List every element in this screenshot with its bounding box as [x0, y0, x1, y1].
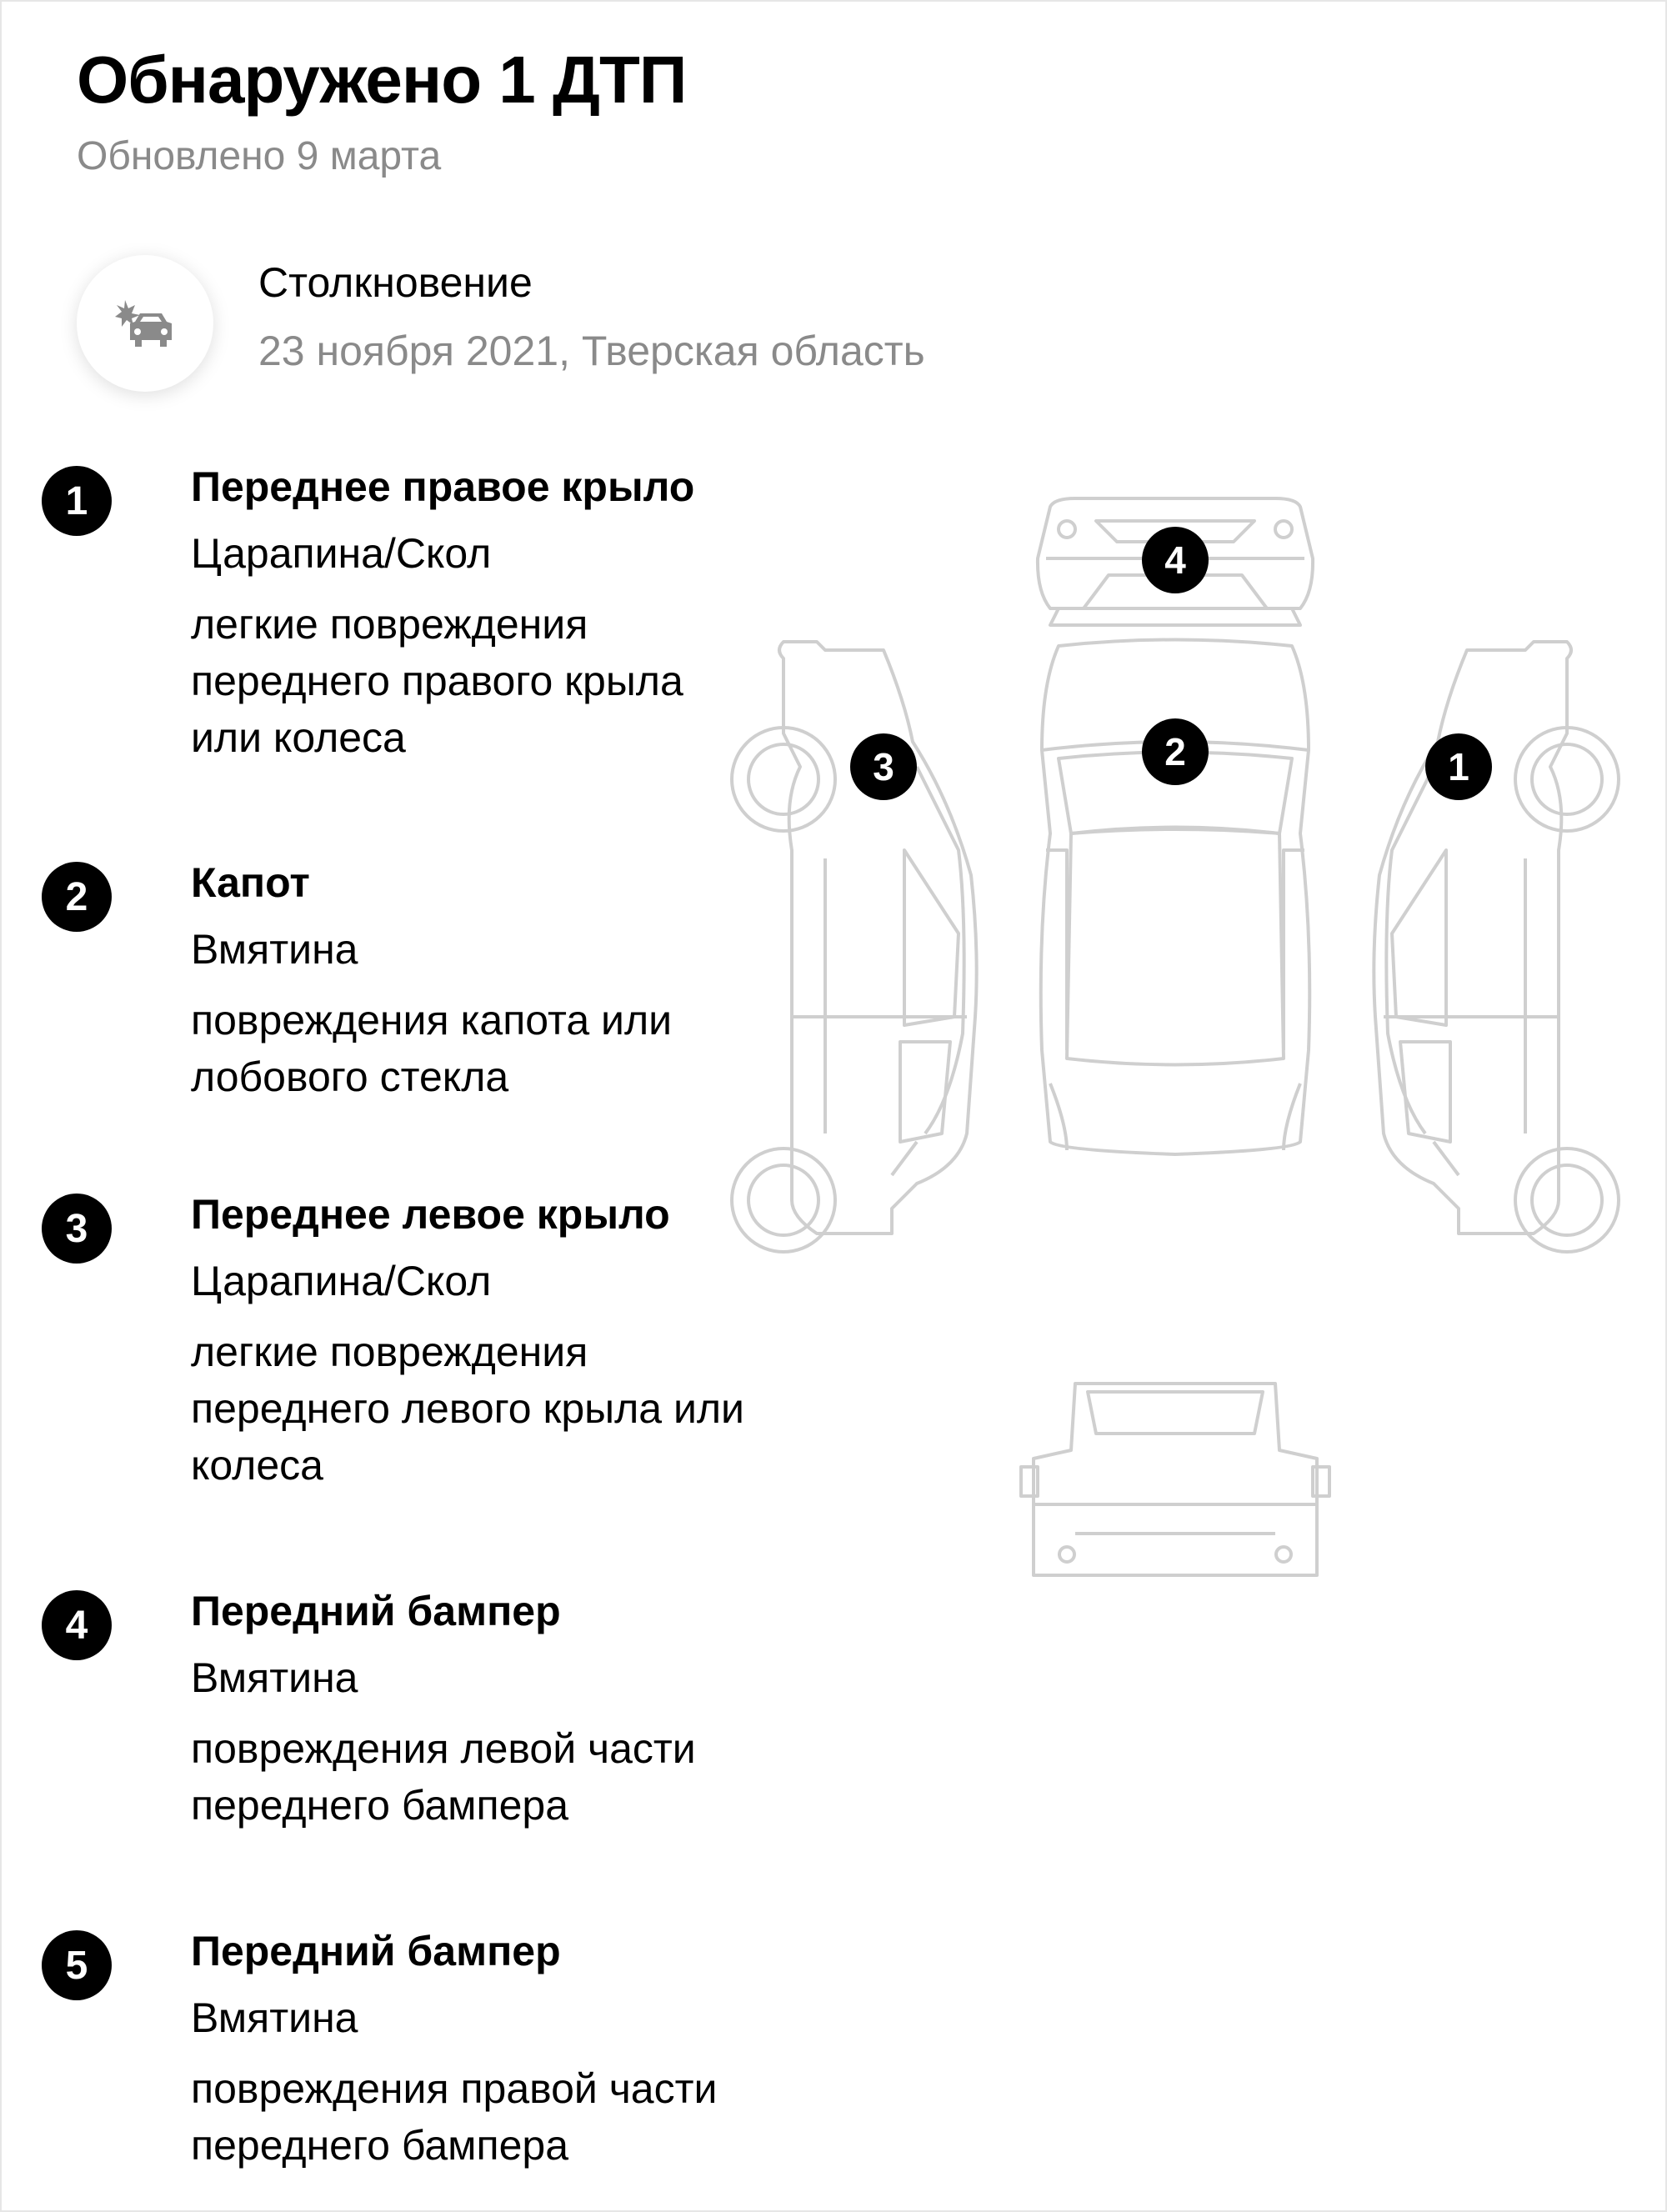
damage-description: легкие повреждения переднего левого крыл… [191, 1329, 744, 1489]
damage-number-badge: 1 [42, 466, 112, 536]
damage-part: Переднее левое крыло [191, 1191, 670, 1238]
damage-number-badge: 2 [42, 862, 112, 932]
incident-icon-circle [77, 255, 213, 392]
damage-type: Царапина/Скол [191, 530, 492, 577]
damage-part: Капот [191, 859, 310, 906]
damage-number-badge: 4 [42, 1590, 112, 1660]
car-front-view [1035, 497, 1315, 627]
damage-type: Вмятина [191, 1994, 358, 2041]
damage-part: Передний бампер [191, 1928, 561, 1974]
car-damage-diagram: 4 2 3 1 [717, 483, 1634, 1584]
diagram-marker: 4 [1142, 527, 1209, 593]
diagram-marker: 1 [1425, 733, 1492, 800]
updated-date: Обновлено 9 марта [77, 134, 442, 178]
car-crash-icon [115, 300, 172, 347]
page-title: Обнаружено 1 ДТП [77, 43, 687, 117]
damage-description: повреждения левой части переднего бампер… [191, 1725, 696, 1829]
damage-description: легкие повреждения переднего правого кры… [191, 601, 683, 761]
car-right-side-view [1372, 640, 1620, 1254]
damage-type: Вмятина [191, 926, 358, 973]
damage-type: Вмятина [191, 1654, 358, 1701]
damage-type: Царапина/Скол [191, 1258, 492, 1304]
car-left-side-view [730, 640, 979, 1254]
damage-part: Передний бампер [191, 1588, 561, 1634]
damage-item: 1 Переднее правое крыло Царапина/Скол ле… [0, 463, 750, 779]
damage-number-badge: 3 [42, 1194, 112, 1264]
car-outline-illustration [730, 497, 1620, 1577]
diagram-marker: 2 [1142, 718, 1209, 785]
damage-item: 4 Передний бампер Вмятина повреждения ле… [0, 1587, 750, 1837]
damage-part: Переднее правое крыло [191, 463, 695, 510]
car-rear-view [1019, 1382, 1331, 1577]
damage-item: 3 Переднее левое крыло Царапина/Скол лег… [0, 1190, 750, 1507]
incident-details: 23 ноября 2021, Тверская область [258, 328, 925, 374]
diagram-marker: 3 [850, 733, 917, 800]
damage-description: повреждения капота или лобового стекла [191, 997, 673, 1100]
damage-item: 5 Передний бампер Вмятина повреждения пр… [0, 1927, 750, 2177]
damage-item: 2 Капот Вмятина повреждения капота или л… [0, 858, 750, 1109]
damage-description: повреждения правой части переднего бампе… [191, 2065, 718, 2169]
car-top-view [1039, 638, 1312, 1156]
incident-type: Столкновение [258, 259, 533, 306]
damage-number-badge: 5 [42, 1930, 112, 2000]
